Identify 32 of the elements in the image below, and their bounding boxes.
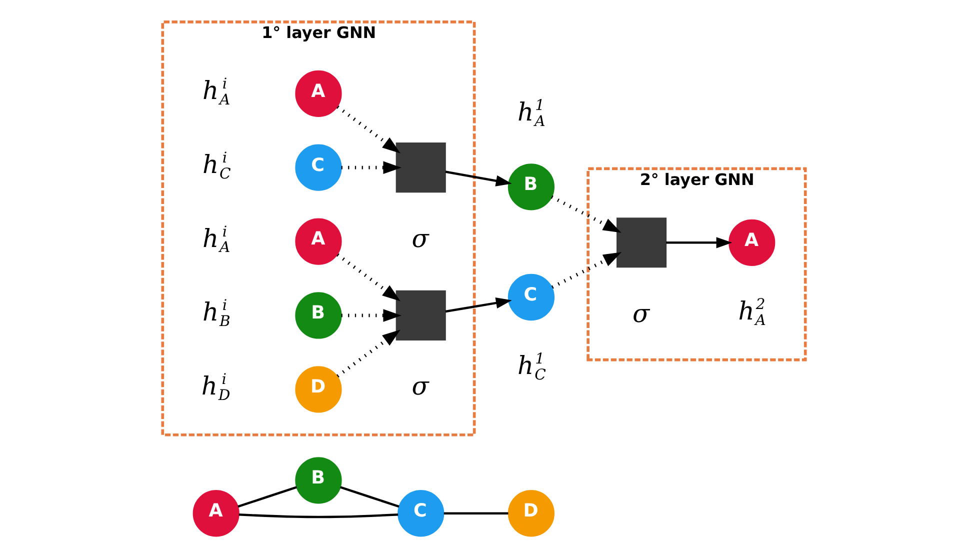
arrow <box>341 309 402 322</box>
connector <box>238 486 297 508</box>
node-circle: A <box>192 490 240 537</box>
node-circle: B <box>295 457 342 504</box>
arrow <box>341 161 402 174</box>
node-circle: B <box>295 292 342 339</box>
node-label: σ <box>412 372 429 401</box>
arrow <box>336 105 400 154</box>
node-circle: B <box>508 164 555 210</box>
connector <box>340 486 400 508</box>
arrow <box>550 195 622 233</box>
node-circle: C <box>398 490 444 537</box>
arrow <box>445 170 512 186</box>
arrow <box>336 330 400 378</box>
arrow <box>551 252 622 289</box>
node-circle: D <box>295 366 342 413</box>
node-circle: D <box>508 490 555 537</box>
arrow <box>336 253 400 302</box>
node-box <box>616 218 667 268</box>
node-circle: C <box>508 274 555 321</box>
node-label: σ <box>632 298 650 328</box>
node-circle: A <box>295 70 342 117</box>
node-box <box>396 142 446 193</box>
node-box <box>396 290 446 340</box>
arrow <box>445 297 512 313</box>
node-circle: A <box>728 219 776 266</box>
connector <box>444 512 508 515</box>
node-circle: C <box>295 144 342 191</box>
arrow <box>666 237 732 248</box>
node-circle: A <box>295 218 342 265</box>
node-label: σ <box>412 224 429 253</box>
connector <box>238 513 398 518</box>
